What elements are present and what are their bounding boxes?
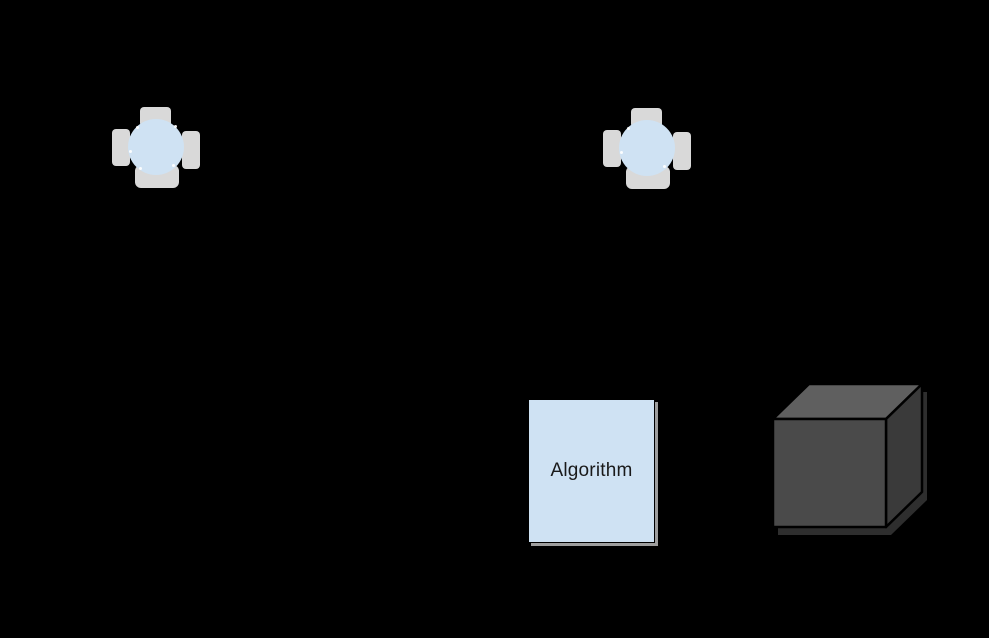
algorithm-box: Algorithm bbox=[528, 399, 655, 543]
cube-3d-icon bbox=[771, 382, 927, 535]
sparkle-dot bbox=[139, 167, 142, 170]
gear-tooth-left bbox=[112, 129, 130, 166]
gear-icon bbox=[603, 104, 691, 192]
sparkle-dot bbox=[620, 151, 623, 154]
sparkle-dot bbox=[136, 126, 139, 129]
gear-icon bbox=[112, 103, 200, 191]
sparkle-dot bbox=[172, 164, 175, 167]
cube-front-face bbox=[771, 417, 888, 529]
sparkle-dot bbox=[129, 150, 132, 153]
sparkle-dot bbox=[663, 165, 666, 168]
sparkle-dot bbox=[174, 125, 177, 128]
algorithm-box-label: Algorithm bbox=[550, 460, 633, 481]
gear-tooth-left bbox=[603, 130, 621, 167]
gear-tooth-right bbox=[182, 131, 200, 169]
sparkle-dot bbox=[627, 127, 630, 130]
gear-tooth-right bbox=[673, 132, 691, 170]
